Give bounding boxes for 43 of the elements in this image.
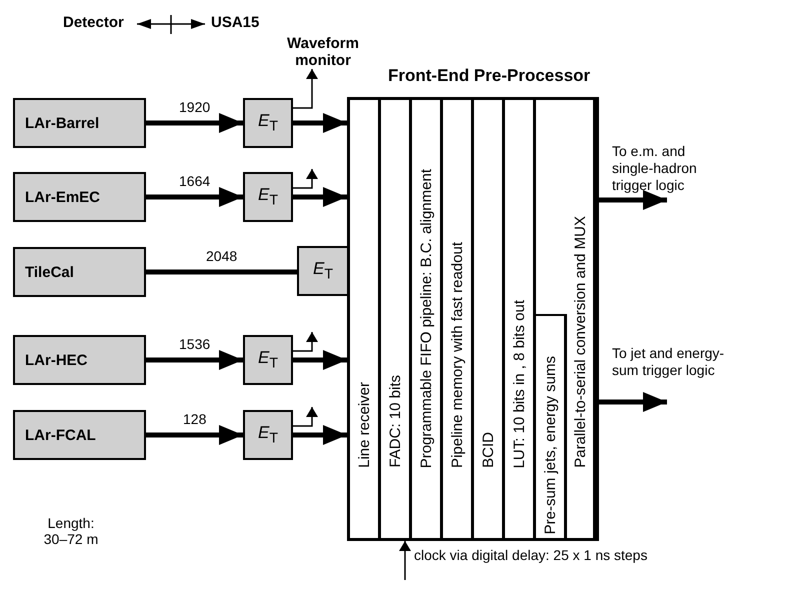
- detector-box: LAr-EmEC: [13, 172, 146, 222]
- processing-stage: Pipeline memory with fast readout: [443, 100, 474, 538]
- processing-stage: BCID: [474, 100, 505, 538]
- thin-arrow: [293, 169, 318, 189]
- signal-arrow: [146, 113, 243, 133]
- detector-box: LAr-HEC: [13, 335, 146, 385]
- processing-stage: Parallel-to-serial conversion and MUX: [567, 100, 596, 538]
- transverse-energy-box: E$_{T}$: [243, 335, 293, 385]
- destination-text: To e.m. and single-hadron trigger logic: [612, 143, 730, 200]
- edge-label: clock via digital delay: 25 x 1 ns steps: [413, 547, 648, 563]
- signal-arrow: [146, 350, 243, 370]
- transverse-energy-box: E$_{T}$: [243, 410, 293, 460]
- processing-stage: FADC: 10 bits: [381, 100, 412, 538]
- signal-arrow: [293, 350, 347, 370]
- processing-stage: Programmable FIFO pipeline: B.C. alignment: [412, 100, 443, 538]
- detector-box: LAr-Barrel: [13, 98, 146, 148]
- processor-heading: Front-End Pre-Processor: [388, 66, 590, 86]
- signal-arrow: [293, 113, 347, 133]
- processing-stage: Pre-sum jets, energy sums: [536, 314, 567, 538]
- edge-label: 128: [182, 411, 208, 427]
- signal-arrow: [146, 425, 243, 445]
- transverse-energy-box: E$_{T}$: [243, 98, 293, 148]
- signal-arrow: [599, 190, 667, 210]
- transverse-energy-box: E$_{T}$: [243, 172, 293, 222]
- detector-box: LAr-FCAL: [13, 410, 146, 460]
- signal-arrow: [293, 425, 347, 445]
- edge-label: 1920: [178, 99, 212, 115]
- signal-arrow: [293, 187, 347, 207]
- processing-stage: Line receiver: [350, 100, 381, 538]
- thin-arrow: [399, 541, 411, 580]
- signal-arrow: [146, 187, 243, 207]
- detector-box: TileCal: [13, 247, 146, 297]
- thin-arrow: [293, 332, 318, 352]
- edge-label: 2048: [205, 248, 238, 264]
- edge-label: 1664: [178, 173, 212, 189]
- thin-arrow: [293, 407, 318, 427]
- destination-text: Waveform monitor: [268, 35, 378, 69]
- transverse-energy-box: E$_{T}$: [297, 246, 349, 296]
- thin-arrow: [293, 69, 318, 109]
- signal-arrow: [599, 392, 667, 412]
- destination-text: To jet and energy-sum trigger logic: [612, 345, 730, 402]
- processing-stage: LUT: 10 bits in , 8 bits out: [505, 100, 536, 538]
- edge-label: 1536: [178, 336, 212, 352]
